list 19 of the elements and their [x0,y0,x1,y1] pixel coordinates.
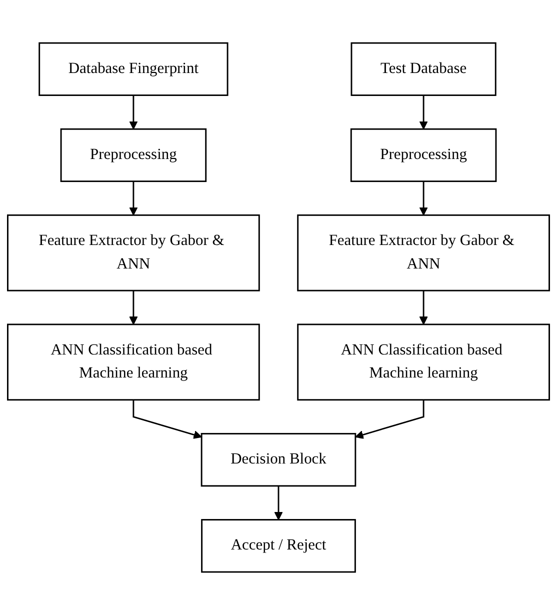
arrow [419,290,428,325]
node-box: Feature Extractor by Gabor & ANN [7,214,260,292]
arrow [129,95,138,130]
node-box: ANN Classification based Machine learning [7,324,260,401]
node-box: Database Fingerprint [38,42,228,96]
node-box: Decision Block [200,432,356,487]
arrow [355,400,424,439]
arrow [129,290,138,325]
node-box: Preprocessing [60,128,207,182]
arrow [132,400,202,439]
arrow [419,95,428,130]
node-box: Test Database [350,42,496,96]
node-box: Preprocessing [350,128,497,182]
node-box: Accept / Reject [201,519,356,573]
arrow [419,181,428,216]
node-box: Feature Extractor by Gabor & ANN [297,214,550,292]
node-box: ANN Classification based Machine learning [297,324,550,401]
arrow [274,486,283,520]
arrow [129,181,138,216]
